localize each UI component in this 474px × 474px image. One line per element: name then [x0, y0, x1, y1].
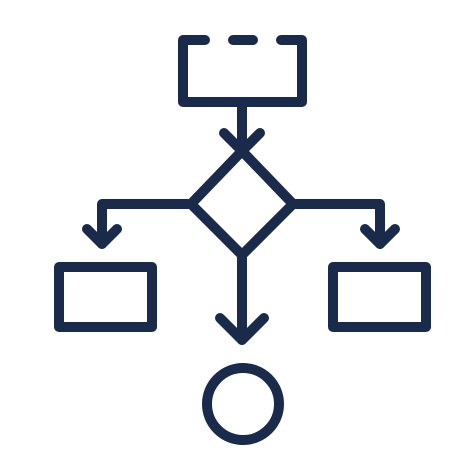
start-bracket-box — [178, 35, 307, 107]
arrow-diamond-to-circle — [215, 250, 269, 345]
start-box-outline — [178, 35, 307, 107]
decision-diamond — [186, 146, 298, 260]
end-circle — [202, 363, 284, 445]
arrow-diamond-to-right — [288, 199, 400, 249]
left-process-box — [54, 262, 157, 332]
arrow-diamond-to-left — [82, 199, 196, 249]
arrow-top-to-diamond — [219, 97, 265, 156]
right-process-box — [328, 262, 431, 332]
